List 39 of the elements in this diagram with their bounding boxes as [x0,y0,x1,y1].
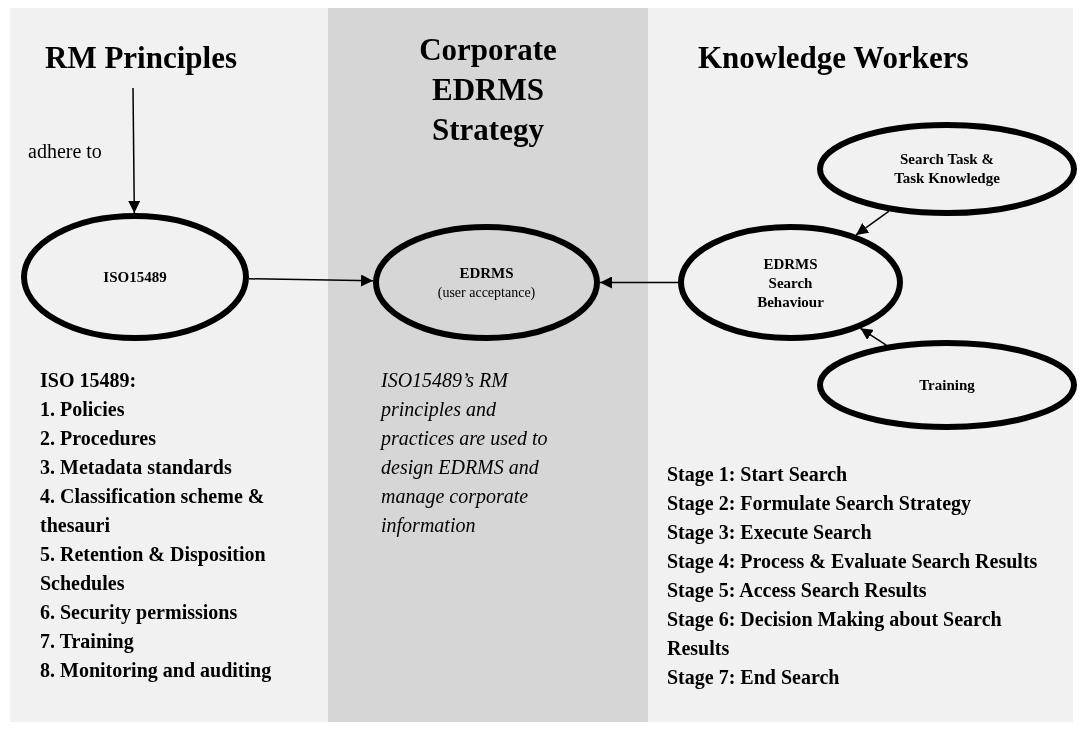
list-item: 7. Training [40,629,135,655]
node-label: Search Task & Task Knowledge [893,150,1001,188]
edge-label: adhere to [28,138,102,163]
ellipse-node [373,224,600,341]
node-label: Training [918,375,976,395]
ellipse-node [678,224,903,341]
ellipse-node [817,340,1077,430]
node-label: EDRMS [458,263,515,283]
list-item: Stage 6: Decision Making about Search Results [667,607,1003,661]
node-label: ISO15489 [102,267,168,287]
list-item: Stage 2: Formulate Search Strategy [667,491,972,517]
list-item: Stage 7: End Search [667,665,841,691]
description-text: ISO15489’s RM principles and practices are used to design EDRMS and manage corporate information [381,368,549,539]
list-item: 6. Security permissions [40,600,239,626]
column-heading: Corporate EDRMS Strategy [418,31,558,149]
arrow [855,210,890,236]
list-item: Stage 4: Process & Evaluate Search Results [667,549,1039,575]
list-item: Stage 3: Execute Search [667,520,873,546]
list-item: Stage 5: Access Search Results [667,578,928,604]
list-item: 1. Policies [40,397,126,422]
arrow [248,274,374,287]
list-item: Stage 1: Start Search [667,462,849,488]
arrow [599,276,679,289]
column-heading: RM Principles [45,39,238,77]
list-item: 3. Metadata standards [40,455,233,480]
column-panel [328,8,648,722]
column-panel [10,8,328,722]
list-item: ISO 15489: [40,368,138,393]
arrow [128,87,141,214]
node-label: EDRMS Search Behaviour [756,254,825,311]
list-item: 8. Monitoring and auditing [40,658,273,684]
column-heading: Knowledge Workers [698,39,970,77]
arrow [859,327,887,346]
list-item: 4. Classification scheme & thesauri [40,484,266,538]
ellipse-node [817,122,1077,216]
list-item: 2. Procedures [40,426,157,451]
node-subtitle: (user acceptance) [436,283,537,302]
ellipse-node [21,213,249,341]
list-item: 5. Retention & Disposition Schedules [40,542,267,596]
